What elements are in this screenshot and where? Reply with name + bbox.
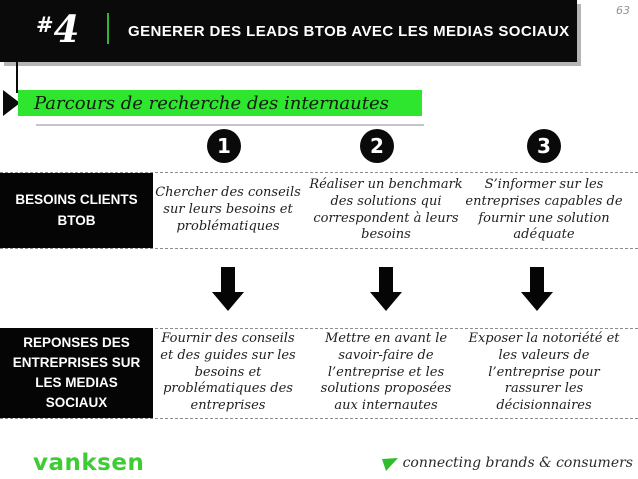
step-circle-2: 2 — [360, 129, 394, 163]
cell-reponses-1: Fournir des conseils et des guides sur l… — [160, 330, 296, 414]
row-label-reponses: REPONSES DES ENTREPRISES SUR LES MEDIAS … — [0, 328, 153, 418]
row-label-besoins: BESOINS CLIENTS BTOB — [0, 173, 153, 248]
header-separator-line — [107, 13, 109, 44]
footer-tagline: connecting brands & consumers — [381, 455, 633, 472]
down-arrow-icon-3 — [521, 267, 553, 311]
dashed-line-1 — [0, 172, 638, 173]
cell-reponses-2: Mettre en avant le savoir-faire de l’ent… — [320, 330, 452, 414]
down-arrow-icon-2 — [370, 267, 402, 311]
page-number: 63 — [616, 4, 630, 17]
vanksen-logo: vanksen — [33, 450, 145, 476]
step-circle-1: 1 — [207, 129, 241, 163]
slide-index-hash: # — [36, 12, 54, 37]
tagline-text: connecting brands & consumers — [402, 455, 633, 471]
cell-reponses-3: Exposer la notoriété et les valeurs de l… — [468, 330, 620, 414]
cell-besoins-3: S’informer sur les entreprises capables … — [465, 176, 623, 243]
cell-besoins-2: Réaliser un benchmark des solutions qui … — [309, 176, 463, 243]
page-title: GENERER DES LEADS BTOB AVEC LES MEDIAS S… — [128, 22, 570, 40]
dashed-line-2 — [0, 248, 638, 249]
section-banner: Parcours de recherche des internautes — [18, 90, 422, 116]
play-arrow-icon — [3, 90, 20, 116]
section-banner-shadow — [36, 124, 424, 126]
connector-line — [16, 62, 18, 93]
dashed-line-4 — [0, 418, 638, 419]
cell-besoins-1: Chercher des conseils sur leurs besoins … — [155, 185, 301, 234]
section-title: Parcours de recherche des internautes — [34, 92, 389, 114]
down-arrow-icon-1 — [212, 267, 244, 311]
step-circle-3: 3 — [527, 129, 561, 163]
dashed-line-3 — [0, 328, 638, 329]
slide-index: # 4 — [36, 4, 79, 51]
tagline-triangle-icon — [381, 458, 398, 471]
slide-index-number: 4 — [53, 7, 80, 51]
header-banner: # 4 GENERER DES LEADS BTOB AVEC LES MEDI… — [0, 0, 577, 62]
